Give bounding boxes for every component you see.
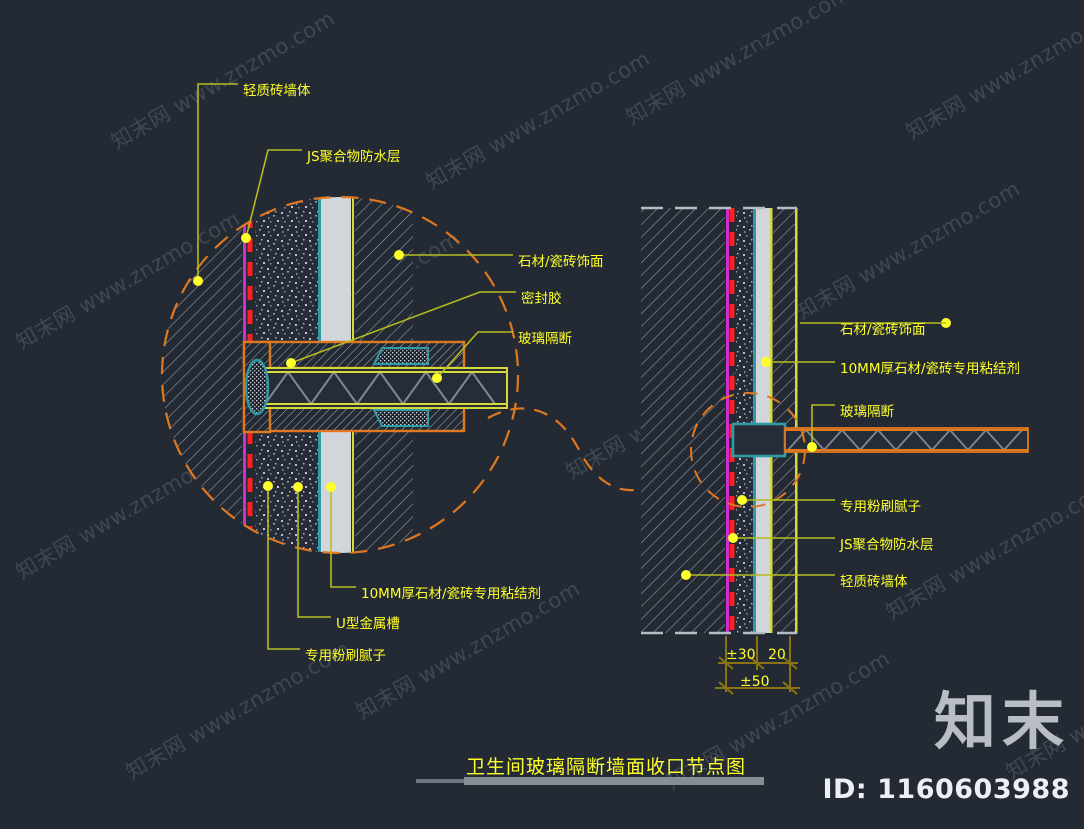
title-underline-right	[464, 777, 764, 785]
dimension-lines	[715, 636, 800, 695]
right-detail-assembly	[641, 206, 1029, 635]
label-stone-tile-finish: 石材/瓷砖饰面	[518, 254, 604, 270]
right-detail-circle	[690, 392, 806, 508]
label-stone-tile-finish-r: 石材/瓷砖饰面	[840, 322, 926, 338]
label-js-waterproof-r: JS聚合物防水层	[840, 537, 934, 553]
left-detail-circle	[160, 195, 520, 555]
label-light-brick-wall: 轻质砖墙体	[243, 83, 311, 99]
label-light-brick-wall-r: 轻质砖墙体	[840, 574, 908, 590]
title-underline-left	[416, 779, 464, 783]
leader-lines	[197, 83, 835, 650]
znzmo-logo: 知末	[933, 685, 1070, 758]
label-special-putty-r: 专用粉刷腻子	[840, 499, 921, 515]
label-adhesive-10mm-r: 10MM厚石材/瓷砖专用粘结剂	[840, 361, 1021, 377]
label-special-putty: 专用粉刷腻子	[305, 648, 386, 664]
label-u-metal-channel: U型金属槽	[336, 616, 400, 632]
leader-endpoint-dots	[193, 233, 951, 580]
drawing-title: 卫生间玻璃隔断墙面收口节点图	[466, 756, 747, 778]
label-js-waterproof: JS聚合物防水层	[307, 149, 401, 165]
dimension-dim-30: ±30	[726, 647, 756, 663]
label-glass-partition-r: 玻璃隔断	[840, 404, 894, 420]
label-glass-partition: 玻璃隔断	[518, 331, 572, 347]
label-sealant: 密封胶	[521, 291, 562, 307]
drawing-id: ID: 1160603988	[822, 774, 1070, 805]
dimension-dim-20: 20	[768, 647, 786, 663]
dimension-dim-50: ±50	[740, 674, 770, 690]
label-adhesive-10mm: 10MM厚石材/瓷砖专用粘结剂	[361, 586, 542, 602]
break-line-connector	[487, 407, 673, 492]
left-detail-assembly	[162, 197, 508, 553]
